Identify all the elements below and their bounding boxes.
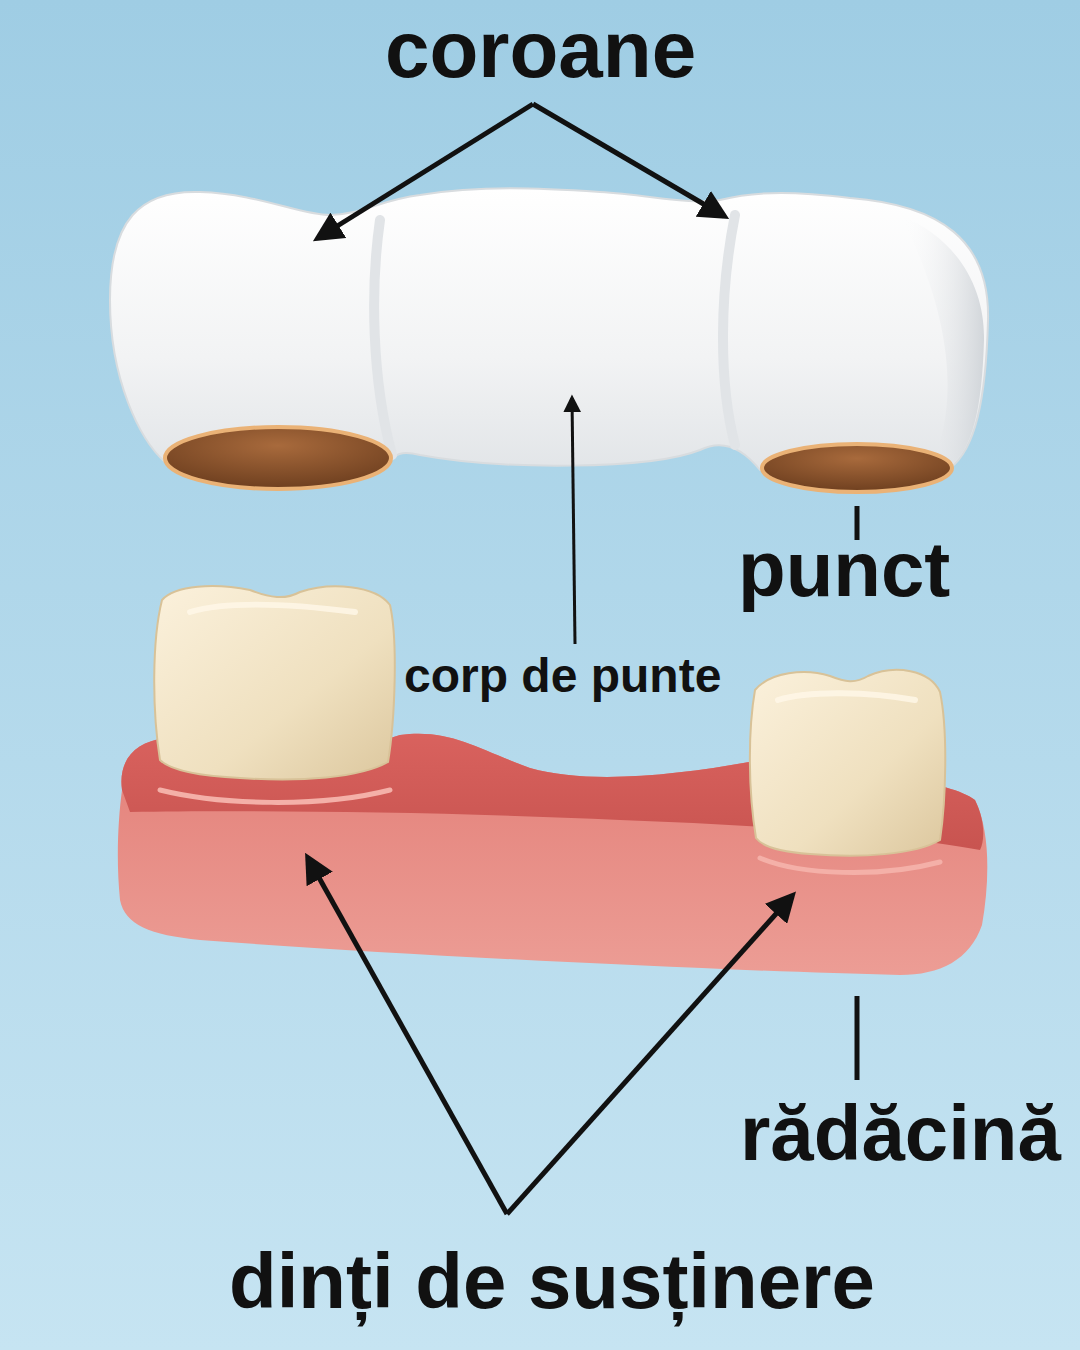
abutment-teeth [154, 586, 945, 855]
leader-arrow [308, 858, 507, 1214]
part-label: dinți de susținere [229, 1242, 875, 1320]
tooth-highlight [190, 605, 355, 612]
tooth [154, 586, 395, 779]
leader-arrow [318, 104, 533, 238]
bridge-shade [900, 215, 984, 466]
gum-highlight [160, 790, 390, 802]
leader-lines [308, 104, 857, 1214]
part-label: corp de punte [404, 652, 721, 700]
gum-highlight [760, 858, 940, 873]
leader-arrow [533, 104, 724, 216]
bridge [110, 188, 988, 492]
tooth-highlight [778, 693, 915, 700]
crown-seam [374, 220, 392, 455]
crown-opening [762, 444, 952, 492]
crown-seam [723, 215, 735, 445]
tooth [750, 670, 945, 856]
part-label: coroane [385, 10, 696, 90]
part-label: punct [738, 530, 950, 608]
crown-opening [165, 427, 391, 489]
leader-tick [855, 996, 860, 1080]
part-label: rădăcină [740, 1094, 1061, 1172]
leader-arrow [572, 398, 575, 644]
